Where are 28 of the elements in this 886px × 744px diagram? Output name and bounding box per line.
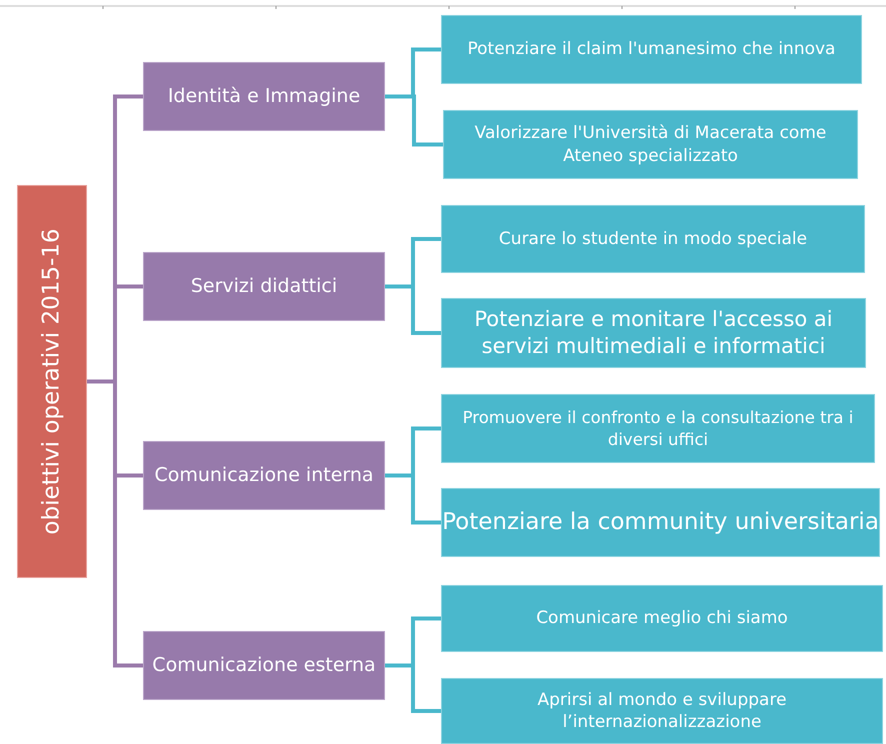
node-label: Comunicazione esterna: [152, 653, 376, 678]
objective-box: [441, 15, 862, 84]
node-label: Valorizzare l'Università di Macerata come Ateneo specializzato: [474, 122, 828, 167]
objective-box: [441, 298, 866, 368]
node-label: Comunicare meglio chi siamo: [536, 607, 788, 630]
node-label: Potenziare la community universitaria: [442, 508, 879, 537]
node-label: Curare lo studente in modo speciale: [498, 228, 808, 250]
objective-box: [441, 488, 880, 557]
category-box: [143, 441, 385, 510]
node-label: Potenziare il claim l'umanesimo che innova: [468, 38, 836, 61]
category-box: [143, 62, 385, 131]
node-label: Identità e Immagine: [168, 84, 360, 109]
objective-box: [441, 205, 865, 273]
node-label: Potenziare e monitare l'accesso ai servizi multimediali e informatici: [473, 306, 834, 360]
objective-box: [441, 394, 875, 463]
node-label: Aprirsi al mondo e sviluppare l’internazionalizzazione: [536, 688, 788, 734]
node-label: Comunicazione interna: [154, 463, 374, 488]
objective-box: [441, 678, 883, 744]
node-label: Promuovere il confronto e la consultazione tra i diversi uffici: [462, 407, 854, 450]
connector-line: [87, 380, 143, 668]
node-label: Servizi didattici: [190, 274, 338, 299]
category-box: [143, 631, 385, 700]
objective-box: [443, 110, 858, 179]
connector-line: [385, 94, 443, 146]
category-box: [143, 252, 385, 321]
root-box: [17, 185, 87, 578]
node-label: obiettivi operativi 2015-16: [37, 227, 66, 537]
objective-box: [441, 585, 883, 652]
